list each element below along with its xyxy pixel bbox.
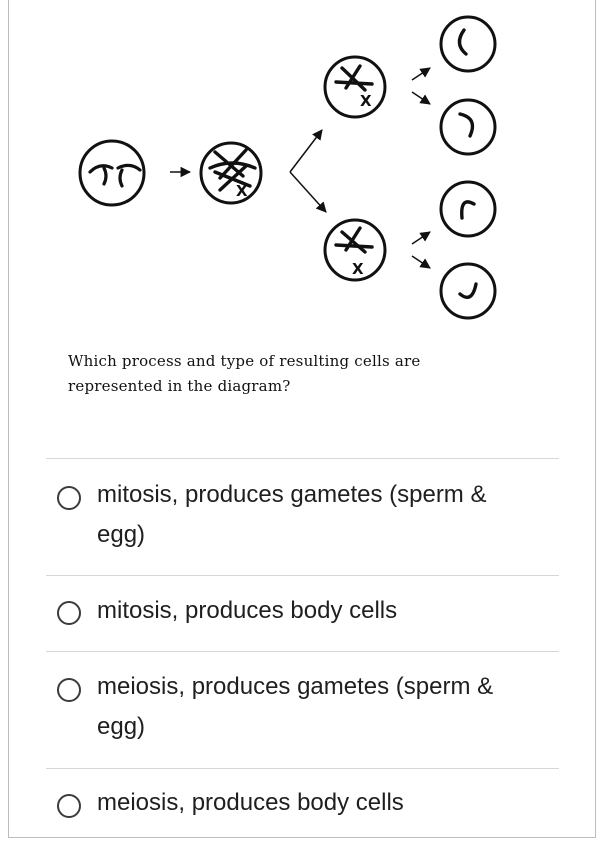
question-line-2: represented in the diagram? bbox=[68, 377, 291, 395]
chromosome-x-label-2: X bbox=[360, 92, 372, 110]
option-label-line: egg) bbox=[97, 713, 146, 740]
radio-button[interactable] bbox=[57, 601, 81, 625]
gamete-cell-2 bbox=[439, 98, 497, 156]
parent-cell bbox=[78, 139, 146, 207]
cell-division-diagram: X X X bbox=[78, 15, 497, 320]
option-label-line: meiosis, produces body cells bbox=[97, 789, 404, 816]
answer-options: mitosis, produces gametes (sperm & egg) … bbox=[46, 458, 559, 848]
option-label[interactable]: mitosis, produces body cells bbox=[97, 591, 557, 631]
option-label-line: mitosis, produces gametes (sperm & bbox=[97, 481, 487, 508]
option-label[interactable]: mitosis, produces gametes (sperm & egg) bbox=[97, 475, 557, 555]
option-label-line: mitosis, produces body cells bbox=[97, 597, 398, 624]
radio-button[interactable] bbox=[57, 794, 81, 818]
option-4[interactable]: meiosis, produces body cells bbox=[46, 768, 559, 848]
daughter-cell-bottom: X bbox=[323, 218, 387, 282]
option-3[interactable]: meiosis, produces gametes (sperm & egg) bbox=[46, 651, 559, 768]
chromosome-x-label-3: X bbox=[352, 260, 364, 278]
question-line-1: Which process and type of resulting cell… bbox=[68, 352, 421, 370]
option-label[interactable]: meiosis, produces gametes (sperm & egg) bbox=[97, 667, 557, 747]
gamete-cell-4 bbox=[439, 262, 497, 320]
option-label-line: egg) bbox=[97, 521, 146, 548]
option-label-line: meiosis, produces gametes (sperm & bbox=[97, 673, 494, 700]
question-text: Which process and type of resulting cell… bbox=[68, 349, 508, 399]
radio-button[interactable] bbox=[57, 486, 81, 510]
duplicated-cell: X bbox=[199, 141, 263, 205]
radio-button[interactable] bbox=[57, 678, 81, 702]
option-2[interactable]: mitosis, produces body cells bbox=[46, 575, 559, 651]
gamete-cell-3 bbox=[439, 180, 497, 238]
question-card bbox=[8, 0, 596, 838]
option-1[interactable]: mitosis, produces gametes (sperm & egg) bbox=[46, 458, 559, 575]
gamete-cell-1 bbox=[439, 15, 497, 73]
chromosome-x-label-1: X bbox=[236, 182, 248, 200]
option-label[interactable]: meiosis, produces body cells bbox=[97, 783, 557, 823]
daughter-cell-top: X bbox=[323, 55, 387, 119]
